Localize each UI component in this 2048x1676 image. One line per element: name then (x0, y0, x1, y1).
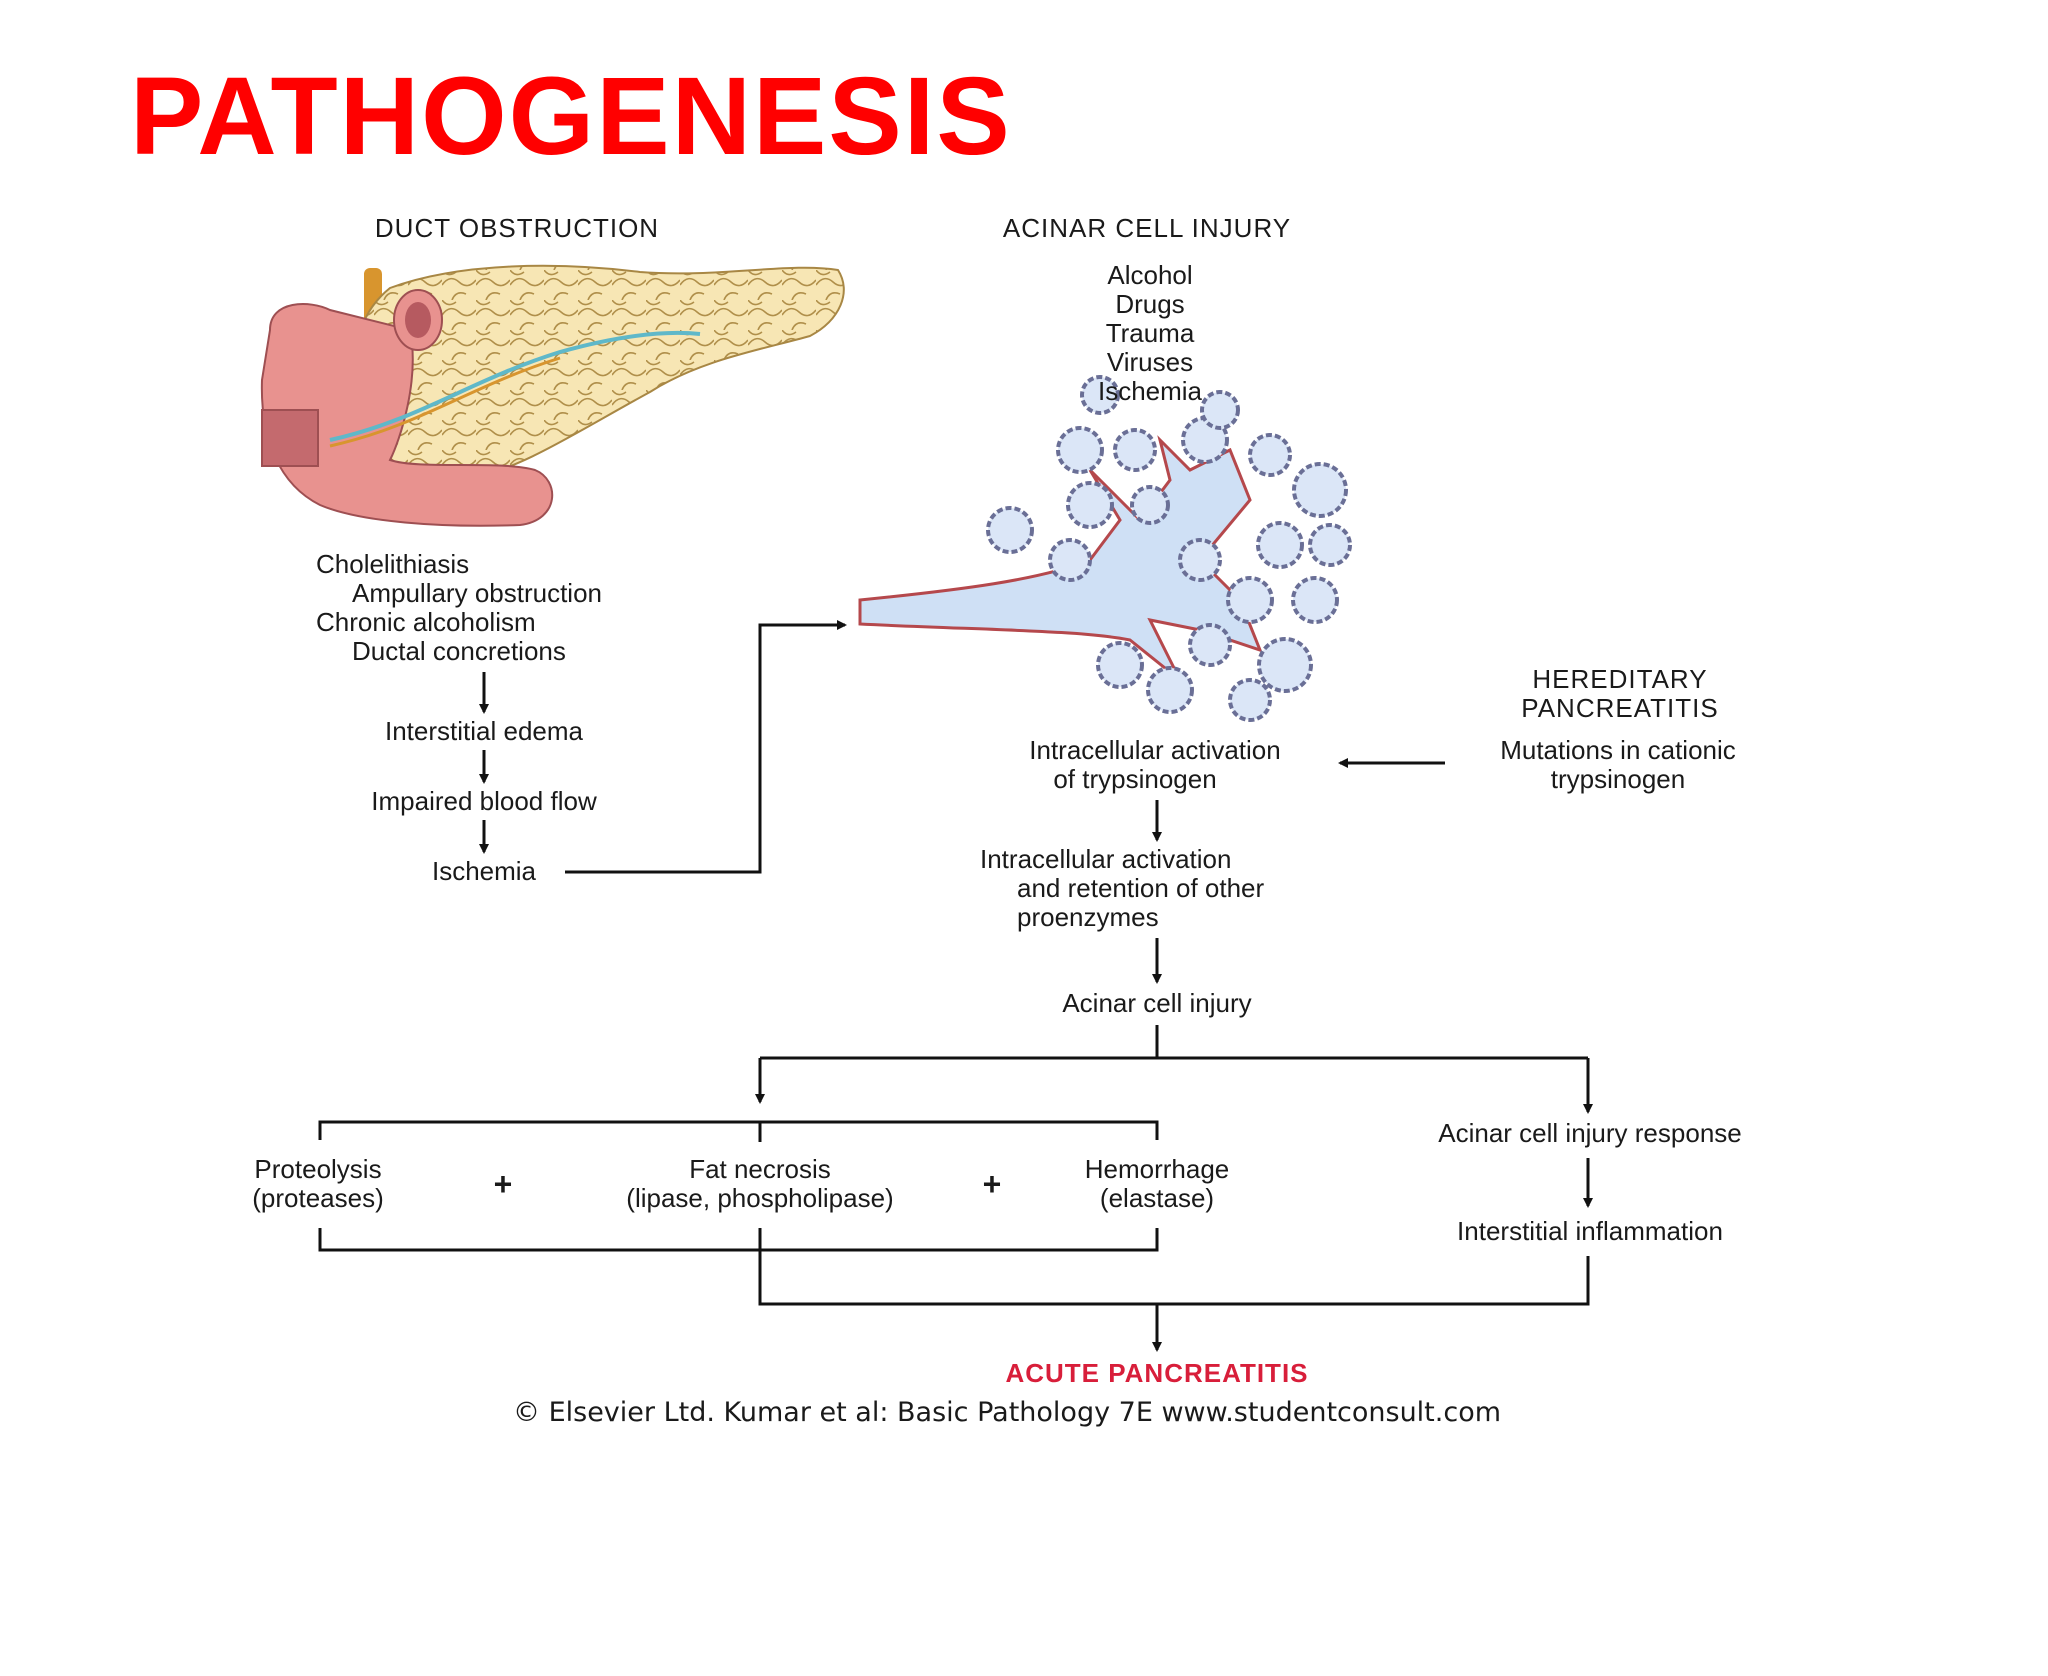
acinar-injury-header: ACINAR CELL INJURY (1003, 213, 1291, 243)
pancreas-illustration (260, 264, 845, 527)
plus-sign-2: + (983, 1166, 1002, 1202)
activation-trypsinogen-line2: of trypsinogen (1053, 764, 1216, 794)
cause-ischemia: Ischemia (1098, 376, 1203, 406)
activation-proenzymes-line2: and retention of other (1017, 873, 1265, 903)
cause-drugs: Drugs (1115, 289, 1184, 319)
ischemia-duct: Ischemia (432, 856, 537, 886)
hereditary-header-line2: PANCREATITIS (1521, 693, 1718, 723)
cause-ampullary-obstruction: Ampullary obstruction (352, 578, 602, 608)
effect-hemorrhage: Hemorrhage (1085, 1154, 1230, 1184)
cause-alcohol: Alcohol (1107, 260, 1192, 290)
effect-lipase: (lipase, phospholipase) (626, 1183, 893, 1213)
hereditary-header-line1: HEREDITARY (1532, 664, 1707, 694)
plus-sign-1: + (494, 1166, 513, 1202)
effect-fat-necrosis: Fat necrosis (689, 1154, 831, 1184)
activation-trypsinogen-line1: Intracellular activation (1029, 735, 1280, 765)
activation-proenzymes-line3: proenzymes (1017, 902, 1159, 932)
impaired-blood-flow: Impaired blood flow (371, 786, 597, 816)
hereditary-mutations-line2: trypsinogen (1551, 764, 1685, 794)
activation-proenzymes-line1: Intracellular activation (980, 844, 1231, 874)
interstitial-inflammation: Interstitial inflammation (1457, 1216, 1723, 1246)
credit-line: © Elsevier Ltd. Kumar et al: Basic Patho… (513, 1397, 1501, 1428)
duct-obstruction-header: DUCT OBSTRUCTION (375, 213, 659, 243)
interstitial-edema: Interstitial edema (385, 716, 584, 746)
acinus-illustration (858, 375, 1352, 722)
cause-cholelithiasis: Cholelithiasis (316, 549, 469, 579)
hereditary-mutations-line1: Mutations in cationic (1500, 735, 1736, 765)
effect-elastase: (elastase) (1100, 1183, 1214, 1213)
cause-viruses: Viruses (1107, 347, 1193, 377)
acinar-cell-injury: Acinar cell injury (1062, 988, 1251, 1018)
acinar-injury-response: Acinar cell injury response (1438, 1118, 1741, 1148)
effect-proteases: (proteases) (252, 1183, 384, 1213)
effect-proteolysis: Proteolysis (254, 1154, 381, 1184)
cause-ductal-concretions: Ductal concretions (352, 636, 566, 666)
acute-pancreatitis: ACUTE PANCREATITIS (1005, 1358, 1308, 1388)
cause-chronic-alcoholism: Chronic alcoholism (316, 607, 536, 637)
page-title: PATHOGENESIS (130, 55, 1012, 178)
cause-trauma: Trauma (1106, 318, 1195, 348)
